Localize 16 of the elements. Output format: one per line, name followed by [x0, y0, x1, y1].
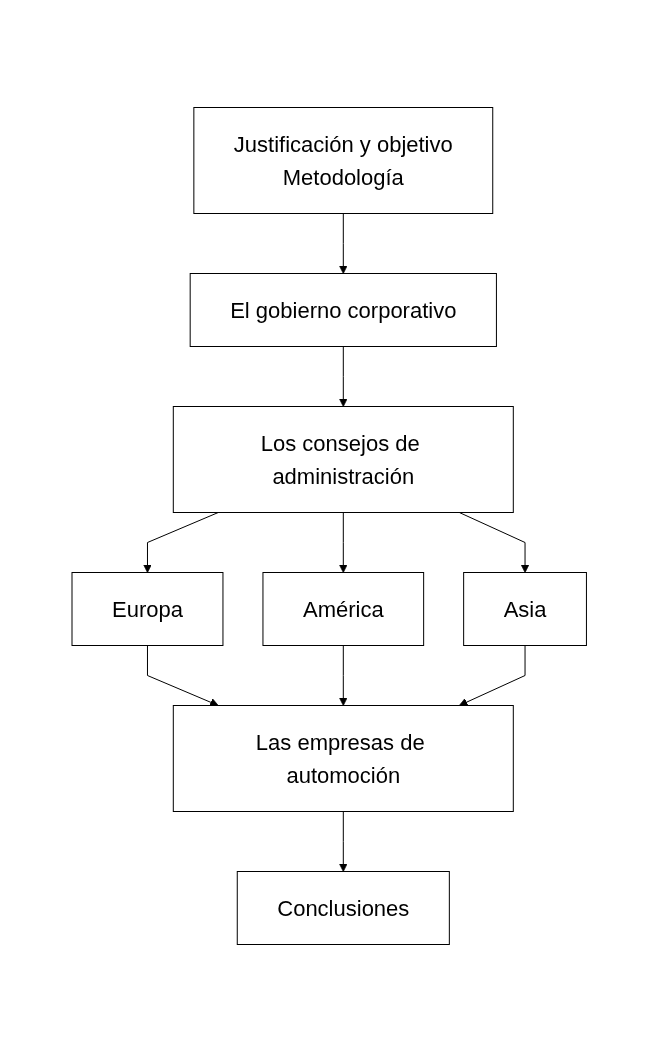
- node-box: Los consejos de administración: [172, 406, 514, 513]
- arrow: [458, 645, 526, 707]
- arrow: [142, 512, 219, 573]
- arrow: [338, 811, 348, 872]
- arrow: [338, 213, 348, 274]
- arrow: [338, 346, 348, 407]
- node-box: Las empresas de automoción: [172, 705, 514, 812]
- arrow: [338, 512, 348, 573]
- node-box: El gobierno corporativo: [189, 273, 497, 347]
- node-box: América: [262, 572, 424, 646]
- node-box: Europa: [71, 572, 224, 646]
- node-box: Justificación y objetivo Metodología: [193, 107, 493, 214]
- arrow: [146, 645, 219, 707]
- node-box: Conclusiones: [236, 871, 450, 945]
- arrow: [338, 645, 348, 706]
- node-box: Asia: [462, 572, 587, 646]
